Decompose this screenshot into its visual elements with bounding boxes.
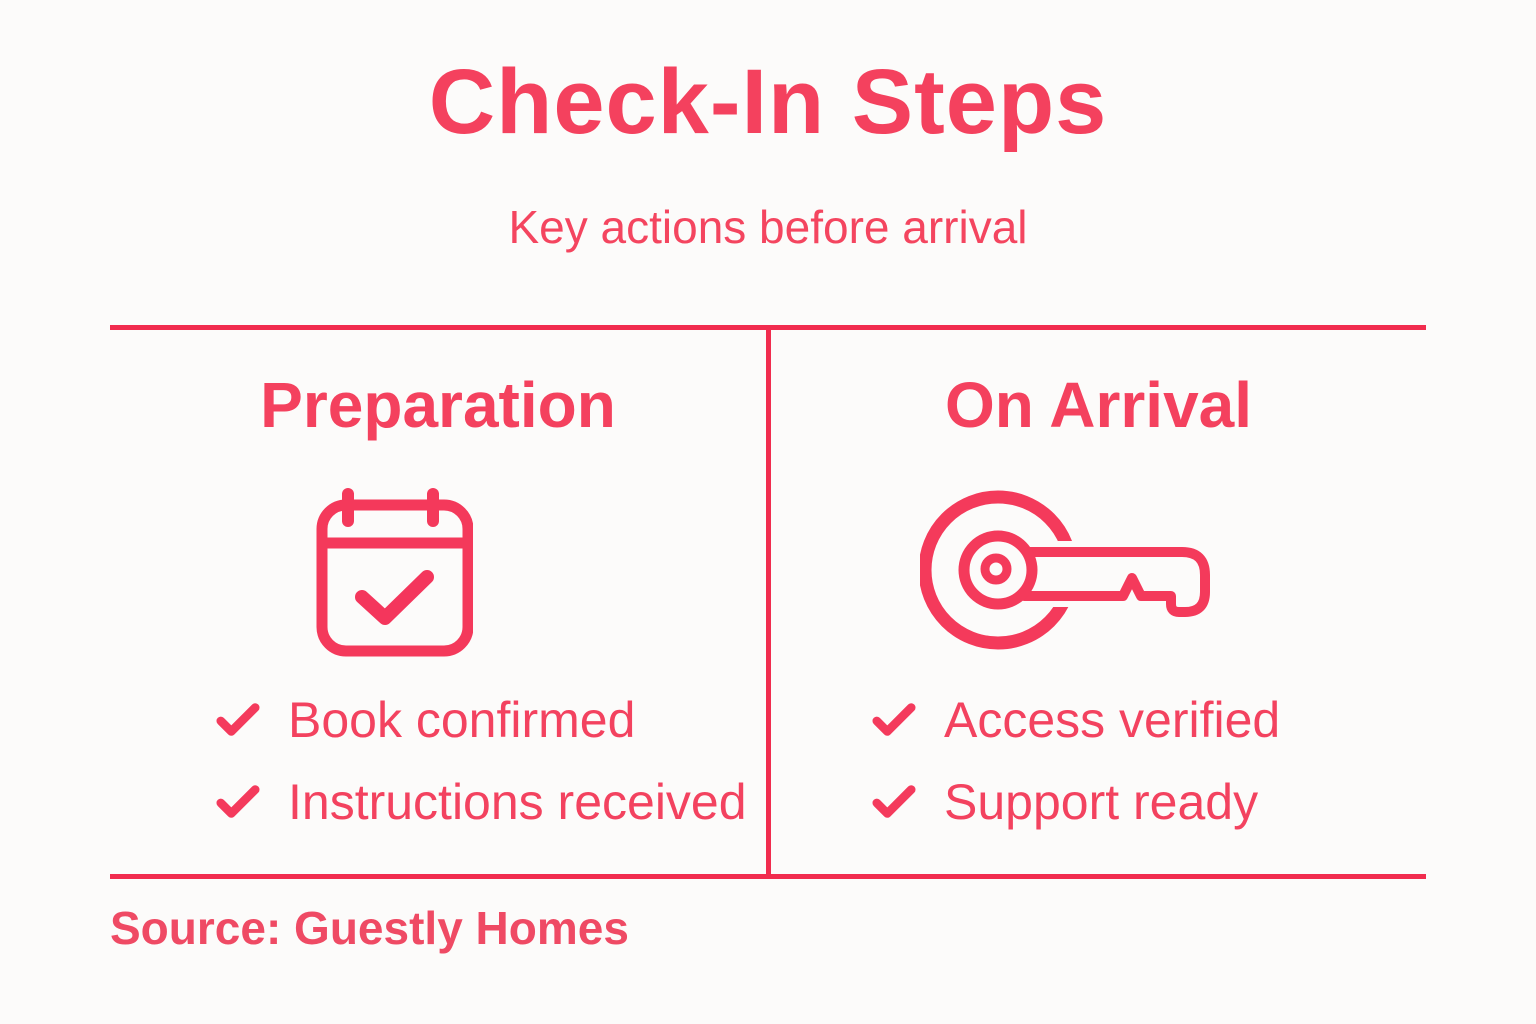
checklist-item-label: Support ready — [944, 774, 1259, 830]
bottom-divider-line — [110, 874, 1426, 879]
checklist-item-label: Access verified — [944, 692, 1281, 748]
checklist-item-label: Instructions received — [288, 774, 747, 830]
column-heading: On Arrival — [944, 369, 1253, 441]
key-icon — [920, 485, 1220, 657]
page-subtitle: Key actions before arrival — [508, 201, 1028, 253]
checklist-item: Instructions received — [216, 774, 766, 830]
page-title: Check-In Steps — [428, 51, 1108, 153]
calendar-check-icon — [313, 487, 473, 662]
column-heading: Preparation — [260, 369, 616, 441]
source-attribution: Source: Guestly Homes — [110, 902, 629, 954]
preparation-checklist: Book confirmed Instructions received — [110, 692, 766, 830]
checkmark-icon — [872, 703, 916, 736]
checklist-item: Book confirmed — [216, 692, 766, 748]
column-preparation: Preparation Book confirmed In — [110, 330, 766, 874]
checklist-item: Access verified — [872, 692, 1426, 748]
vertical-divider-line — [766, 325, 771, 879]
checkmark-icon — [216, 703, 260, 736]
checkmark-icon — [872, 785, 916, 818]
arrival-checklist: Access verified Support ready — [771, 692, 1426, 830]
checklist-item: Support ready — [872, 774, 1426, 830]
checklist-item-label: Book confirmed — [288, 692, 636, 748]
checkmark-icon — [216, 785, 260, 818]
column-on-arrival: On Arrival Access verified — [771, 330, 1426, 874]
